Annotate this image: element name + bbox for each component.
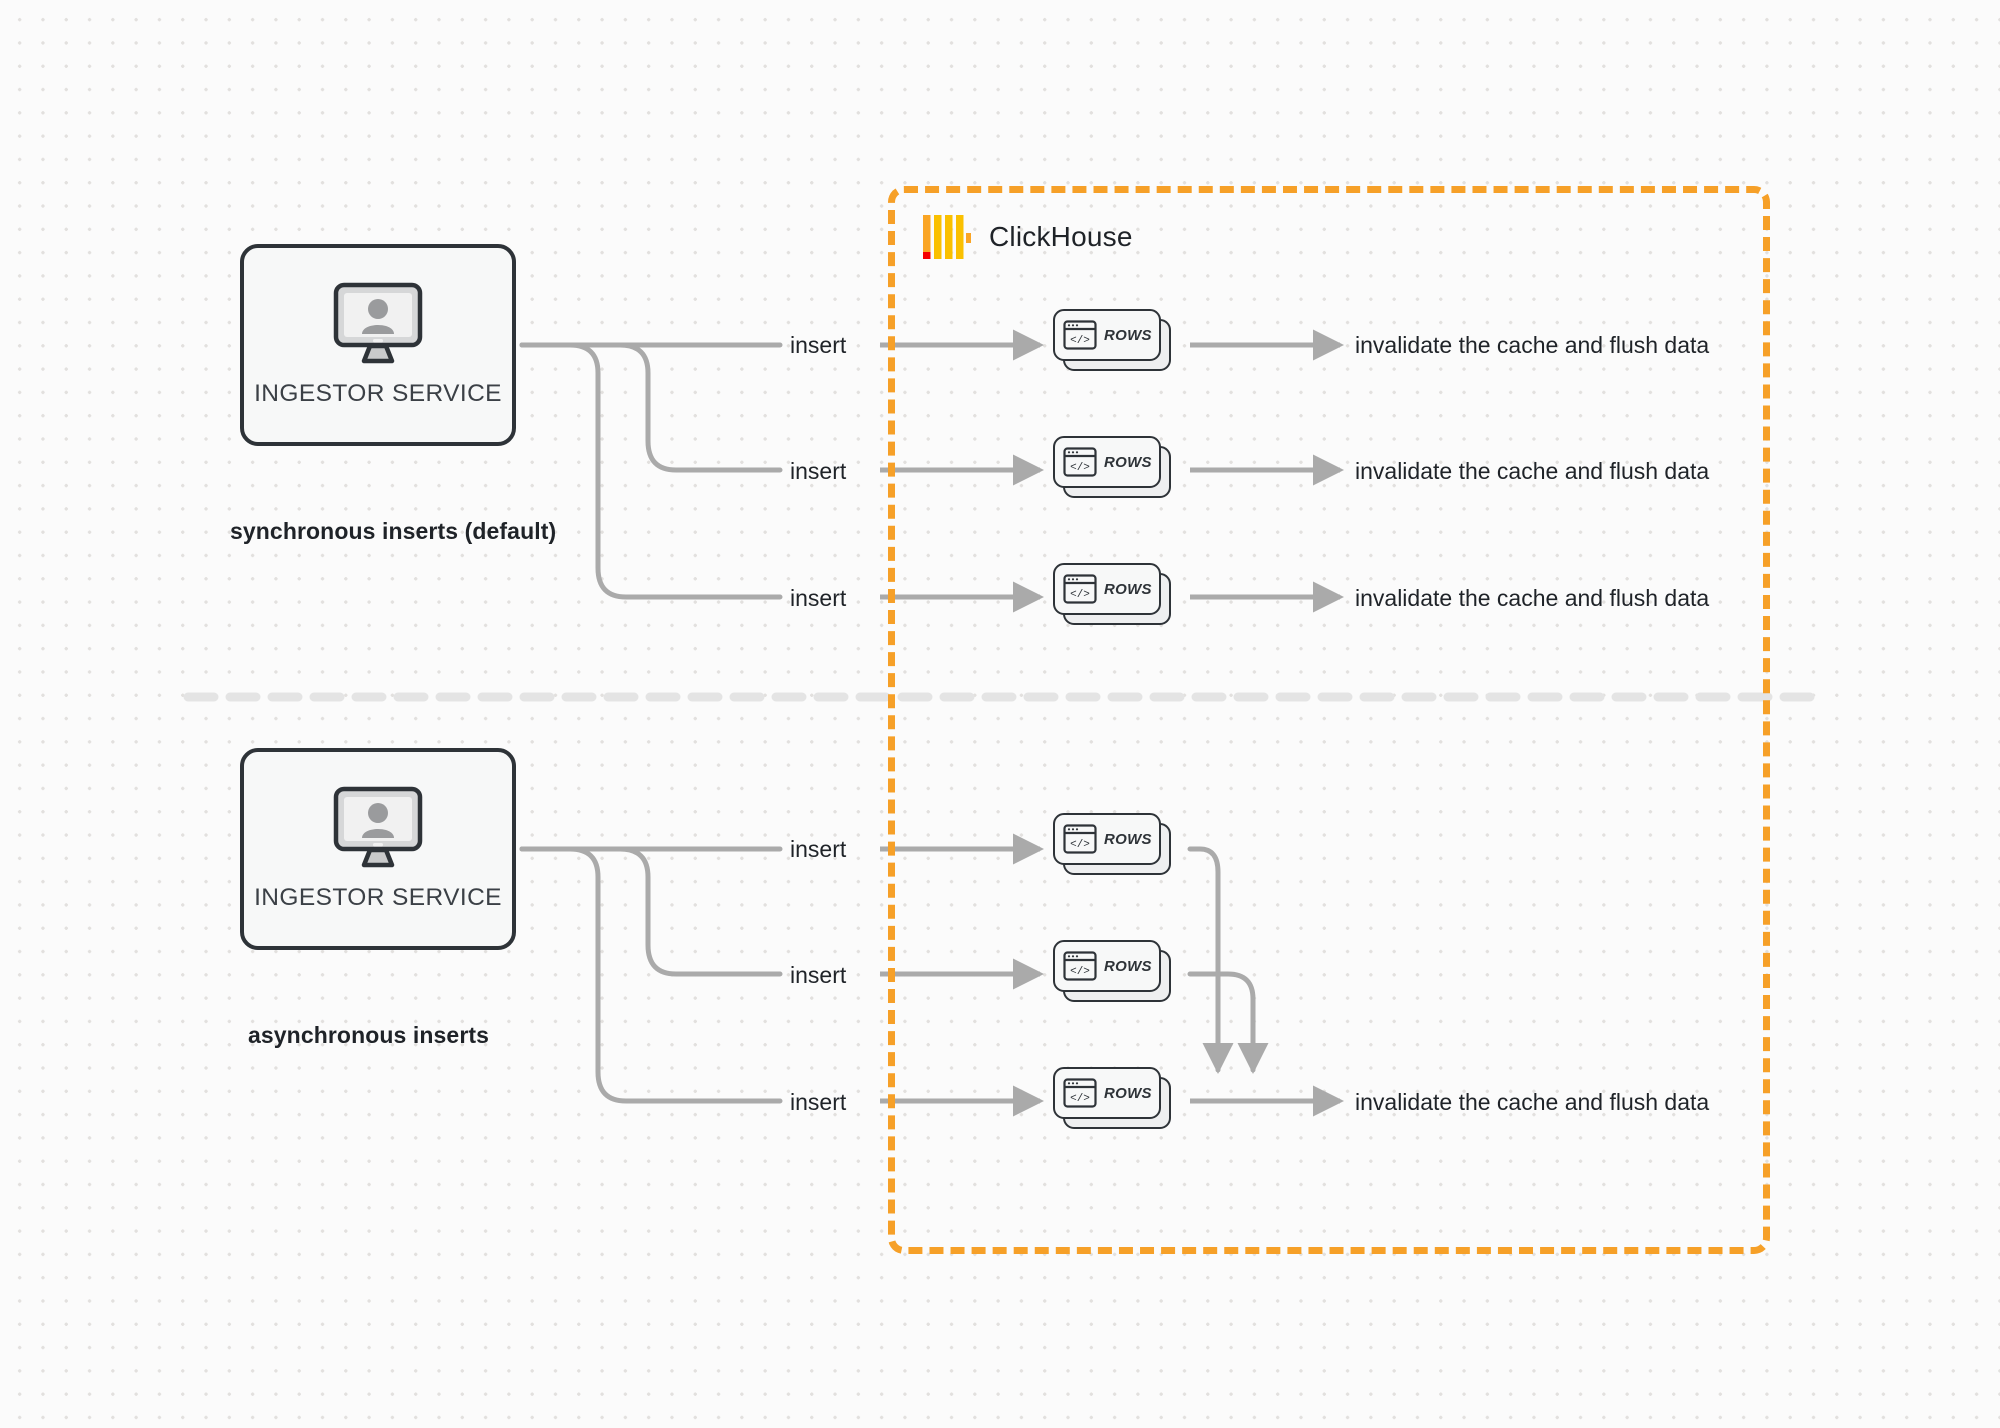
async-rows-card-3[interactable]: </> ROWS — [1053, 1067, 1171, 1129]
sync-output-label-1: invalidate the cache and flush data — [1355, 332, 1710, 358]
async-insert-label-2: insert — [790, 962, 847, 988]
rows-card-label: ROWS — [1104, 957, 1152, 975]
rows-card-label: ROWS — [1104, 453, 1152, 471]
rows-card-front: </> ROWS — [1053, 309, 1161, 361]
clickhouse-logo-icon — [923, 215, 971, 259]
async-rows-card-1[interactable]: </> ROWS — [1053, 813, 1171, 875]
sync-output-arrows — [1190, 329, 1344, 613]
svg-text:</>: </> — [1070, 1093, 1090, 1105]
svg-text:</>: </> — [1070, 335, 1090, 347]
rows-card-front: </> ROWS — [1053, 1067, 1161, 1119]
sync-insert-label-3: insert — [790, 585, 847, 611]
code-window-icon: </> — [1063, 574, 1097, 604]
sync-insert-label-1: insert — [790, 332, 847, 358]
async-merge-edges — [1187, 846, 1269, 1074]
async-ingestor-service-node[interactable]: INGESTOR SERVICE — [240, 748, 516, 950]
svg-text:</>: </> — [1070, 462, 1090, 474]
svg-text:</>: </> — [1070, 589, 1090, 601]
async-rows-card-2[interactable]: </> ROWS — [1053, 940, 1171, 1002]
sync-rows-card-3[interactable]: </> ROWS — [1053, 563, 1171, 625]
sync-rows-card-2[interactable]: </> ROWS — [1053, 436, 1171, 498]
rows-card-front: </> ROWS — [1053, 563, 1161, 615]
code-window-icon: </> — [1063, 951, 1097, 981]
rows-card-label: ROWS — [1104, 830, 1152, 848]
code-window-icon: </> — [1063, 1078, 1097, 1108]
clickhouse-boundary — [888, 186, 1770, 1254]
svg-text:</>: </> — [1070, 966, 1090, 978]
code-window-icon: </> — [1063, 824, 1097, 854]
rows-card-label: ROWS — [1104, 1084, 1152, 1102]
clickhouse-logo-text: ClickHouse — [989, 221, 1133, 252]
code-window-icon: </> — [1063, 447, 1097, 477]
monitor-user-icon — [333, 786, 423, 868]
clickhouse-logo-group: ClickHouse — [923, 215, 1133, 259]
rows-card-label: ROWS — [1104, 326, 1152, 344]
sync-insert-arrows — [880, 329, 1044, 613]
sync-section-caption: synchronous inserts (default) — [230, 518, 557, 544]
rows-card-front: </> ROWS — [1053, 436, 1161, 488]
sync-rows-card-1[interactable]: </> ROWS — [1053, 309, 1171, 371]
code-window-icon: </> — [1063, 320, 1097, 350]
sync-insert-label-2: insert — [790, 458, 847, 484]
async-fanout-edges — [519, 846, 783, 1104]
async-merged-output-label: invalidate the cache and flush data — [1355, 1089, 1710, 1115]
svg-text:</>: </> — [1070, 839, 1090, 851]
monitor-user-icon — [333, 282, 423, 364]
rows-card-label: ROWS — [1104, 580, 1152, 598]
rows-card-front: </> ROWS — [1053, 813, 1161, 865]
sync-output-label-2: invalidate the cache and flush data — [1355, 458, 1710, 484]
sync-ingestor-service-node[interactable]: INGESTOR SERVICE — [240, 244, 516, 446]
async-insert-label-1: insert — [790, 836, 847, 862]
sync-ingestor-service-label: INGESTOR SERVICE — [254, 380, 502, 407]
async-section-caption: asynchronous inserts — [248, 1022, 490, 1048]
rows-card-front: </> ROWS — [1053, 940, 1161, 992]
async-ingestor-service-label: INGESTOR SERVICE — [254, 884, 502, 911]
async-insert-label-3: insert — [790, 1089, 847, 1115]
async-insert-arrows — [880, 833, 1044, 1117]
sync-output-label-3: invalidate the cache and flush data — [1355, 585, 1710, 611]
sync-fanout-edges — [519, 342, 783, 600]
